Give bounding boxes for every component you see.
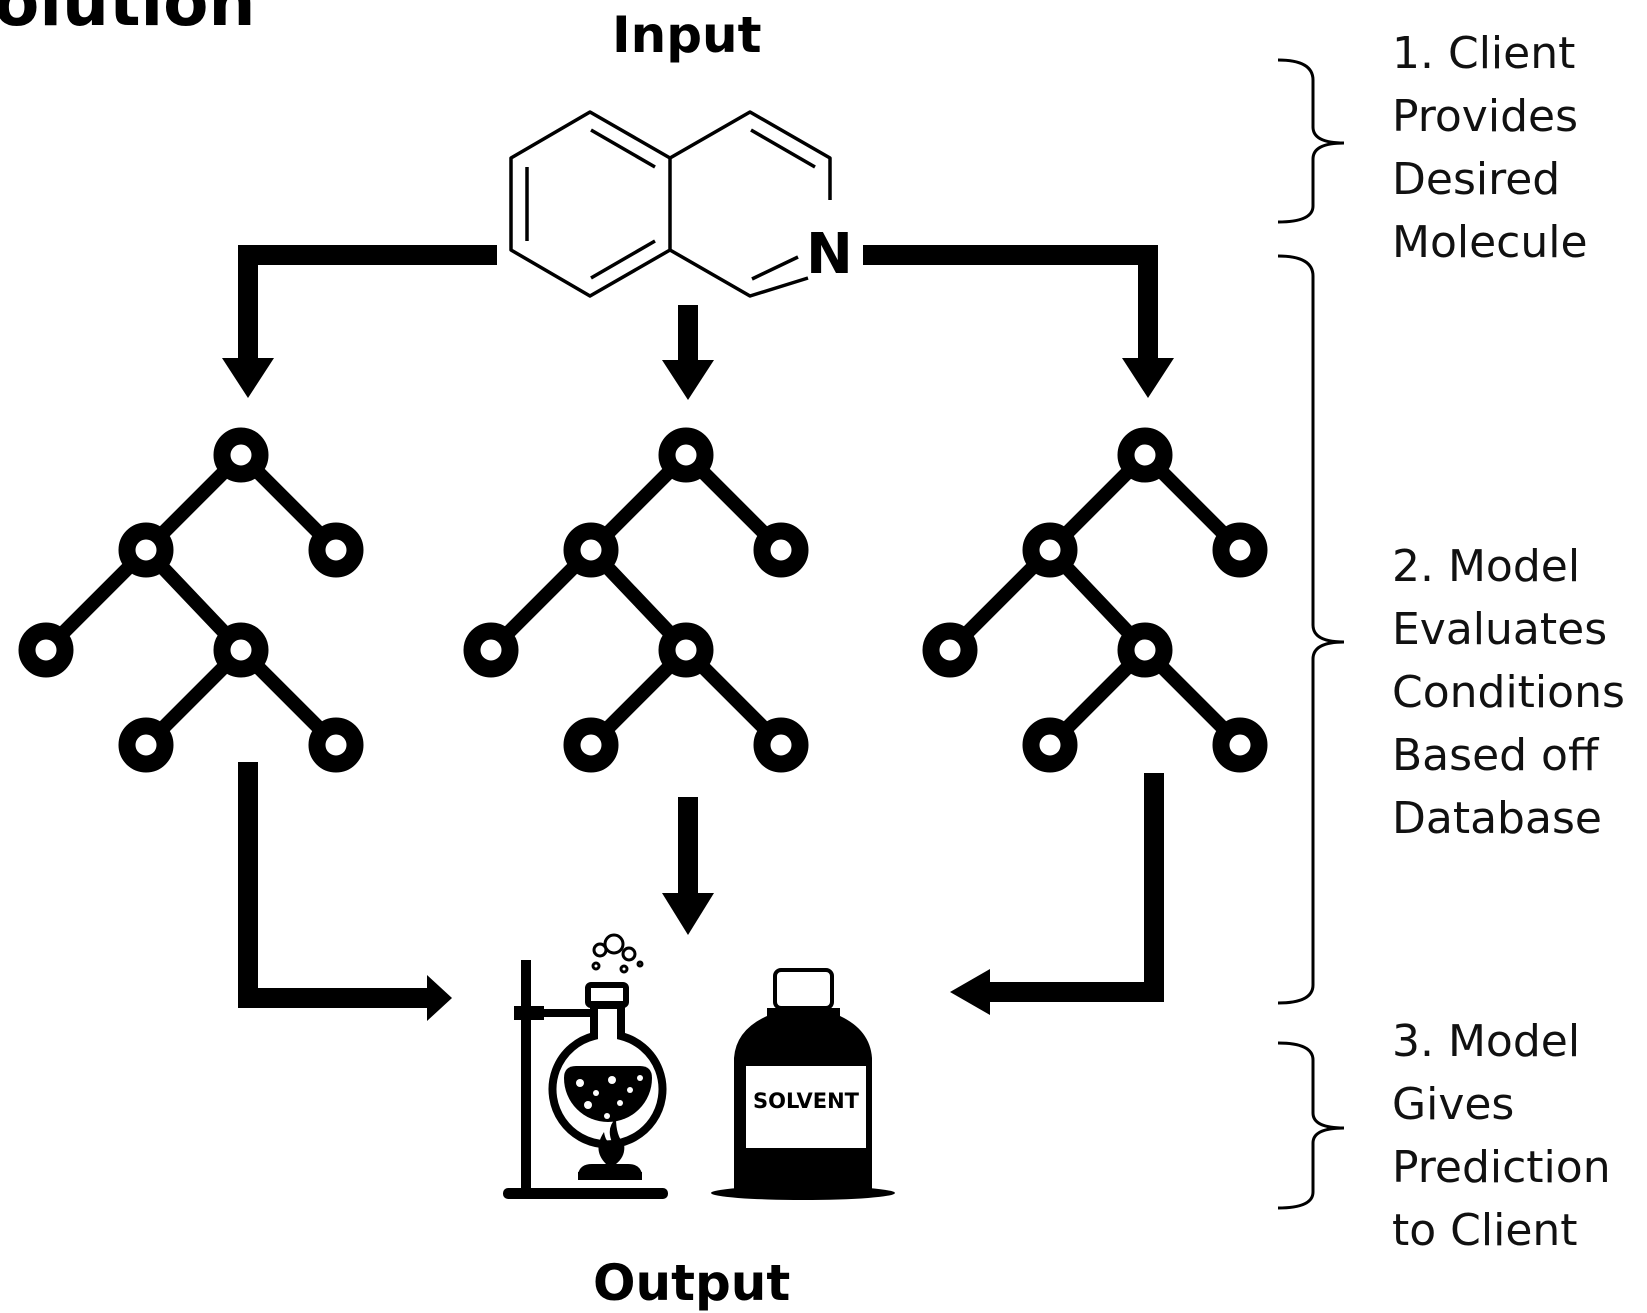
lab-flask-burner-icon [503, 933, 668, 1199]
arrow-head-right-down [1122, 358, 1174, 398]
solvent-bottle-icon [711, 968, 895, 1200]
decision-tree-icon [472, 436, 800, 764]
output-label: Output [593, 1254, 791, 1312]
solvent-label: SOLVENT [753, 1089, 859, 1113]
arrow-head-center-down [662, 360, 714, 400]
nitrogen-atom-label: N [806, 222, 853, 287]
step-2-text: 2. Model Evaluates Conditions Based off … [1392, 541, 1625, 844]
arrow-head-left-down [222, 358, 274, 398]
arrow-head-right-left [950, 969, 990, 1015]
input-arrows [238, 245, 1158, 365]
page-title-fragment: olution [0, 0, 256, 41]
step-1-text: 1. Client Provides Desired Molecule [1392, 28, 1588, 268]
input-label: Input [612, 6, 762, 64]
decision-tree-icon [931, 436, 1259, 764]
step-brackets [1277, 58, 1345, 1210]
arrow-head-center-down [662, 893, 714, 935]
isoquinoline-molecule-icon [509, 110, 832, 298]
arrow-head-left-right [427, 975, 452, 1021]
decision-tree-icon [27, 436, 355, 764]
step-3-text: 3. Model Gives Prediction to Client [1392, 1016, 1611, 1256]
output-arrows [238, 762, 1164, 1008]
